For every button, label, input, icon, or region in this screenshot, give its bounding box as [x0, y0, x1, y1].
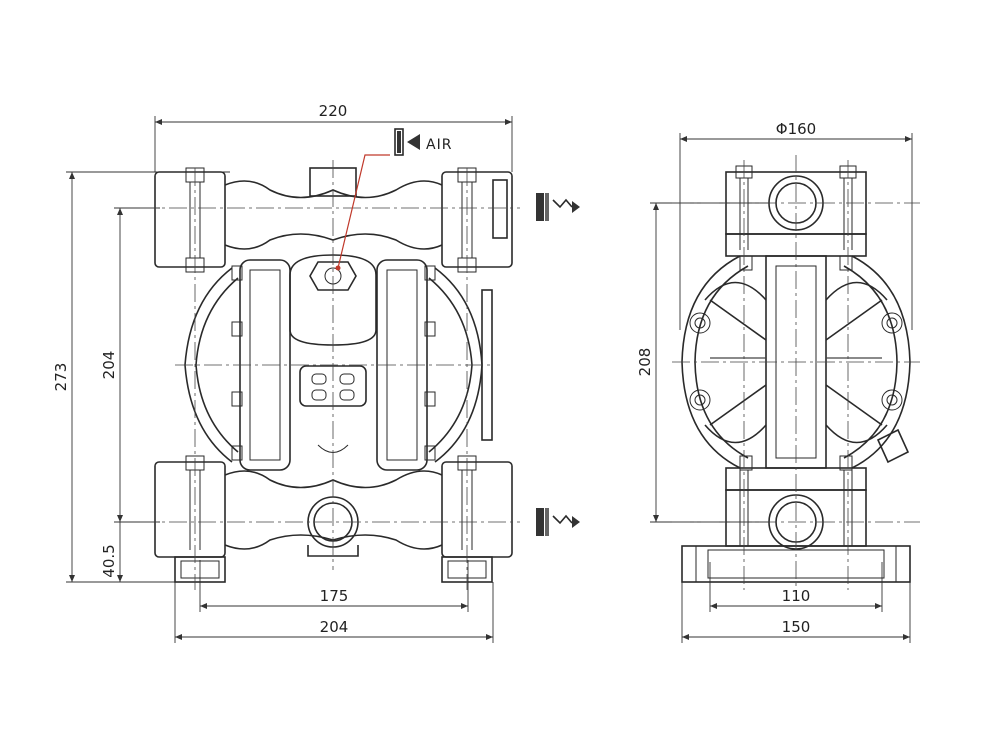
dim-side-feet: 110	[709, 562, 883, 612]
dim-ports-spacing: 204	[100, 207, 160, 523]
dim-204-vertical-label: 204	[100, 351, 118, 380]
front-centerlines	[140, 160, 520, 590]
dim-204-bottom-label: 204	[320, 618, 349, 636]
inlet-arrow-icon	[536, 508, 580, 536]
diaphragm-housings	[184, 259, 493, 471]
side-view: Φ160 208 110 150	[636, 120, 920, 643]
front-view: 220 273 204 40.5 175	[52, 102, 580, 643]
outlet-arrow-icon	[536, 193, 580, 221]
bottom-manifold	[154, 455, 513, 558]
dim-phi160-label: Φ160	[776, 120, 816, 138]
dim-175-label: 175	[320, 587, 349, 605]
air-label: AIR	[426, 137, 452, 153]
dim-273-label: 273	[52, 363, 70, 392]
dim-40-5-label: 40.5	[100, 544, 118, 577]
air-indicator: AIR	[335, 128, 452, 271]
dim-110-label: 110	[782, 587, 811, 605]
dim-base-offset: 40.5	[100, 522, 123, 582]
dim-width-top: 220	[154, 102, 513, 172]
front-feet	[174, 556, 493, 583]
air-inlet-icon	[394, 128, 404, 156]
dim-208-label: 208	[636, 348, 654, 377]
side-centerlines	[672, 155, 920, 590]
dim-150-label: 150	[782, 618, 811, 636]
top-manifold	[154, 167, 513, 273]
dim-height-total: 273	[52, 171, 230, 583]
dim-side-base: 150	[681, 582, 911, 643]
dim-feet-spacing: 175	[199, 560, 469, 612]
dim-diameter: Φ160	[679, 120, 913, 330]
dim-220-label: 220	[319, 102, 348, 120]
dim-side-ports: 208	[636, 202, 770, 523]
dim-base-width: 204	[174, 582, 494, 643]
